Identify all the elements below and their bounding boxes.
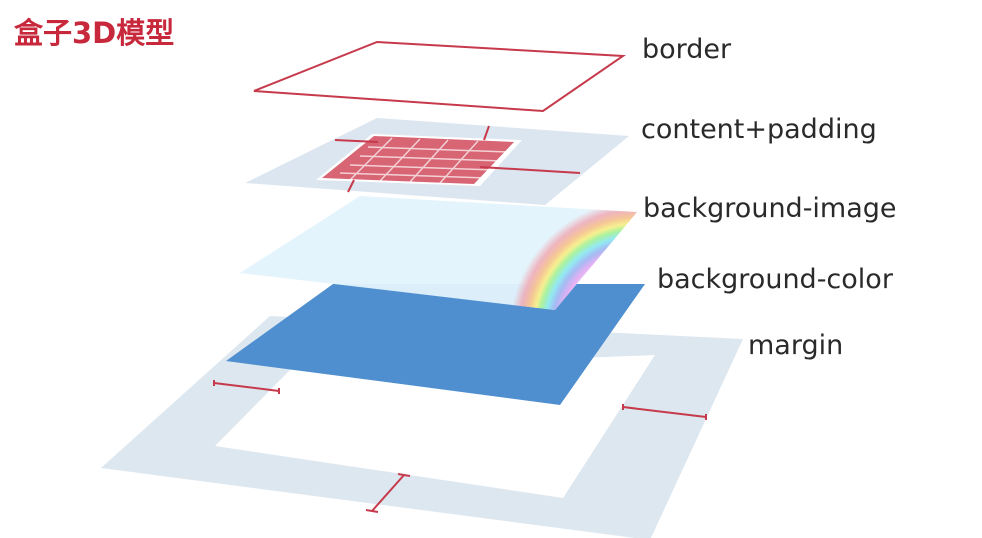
border-layer xyxy=(253,40,626,113)
margin-measure-markers xyxy=(213,380,707,513)
content-text-block xyxy=(322,136,514,184)
margin-layer xyxy=(101,316,743,538)
padding-measure-markers xyxy=(334,125,581,193)
label-margin: margin xyxy=(748,330,844,361)
label-background-image: background-image xyxy=(643,193,897,224)
background-image-layer xyxy=(240,196,637,310)
label-content-padding: content+padding xyxy=(641,114,877,145)
content-padding-layer xyxy=(245,118,629,205)
diagram-title: 盒子3D模型 xyxy=(14,16,175,50)
rainbow-image xyxy=(510,200,637,310)
background-color-layer xyxy=(226,284,645,405)
label-border: border xyxy=(642,34,732,65)
label-background-color: background-color xyxy=(657,264,893,295)
